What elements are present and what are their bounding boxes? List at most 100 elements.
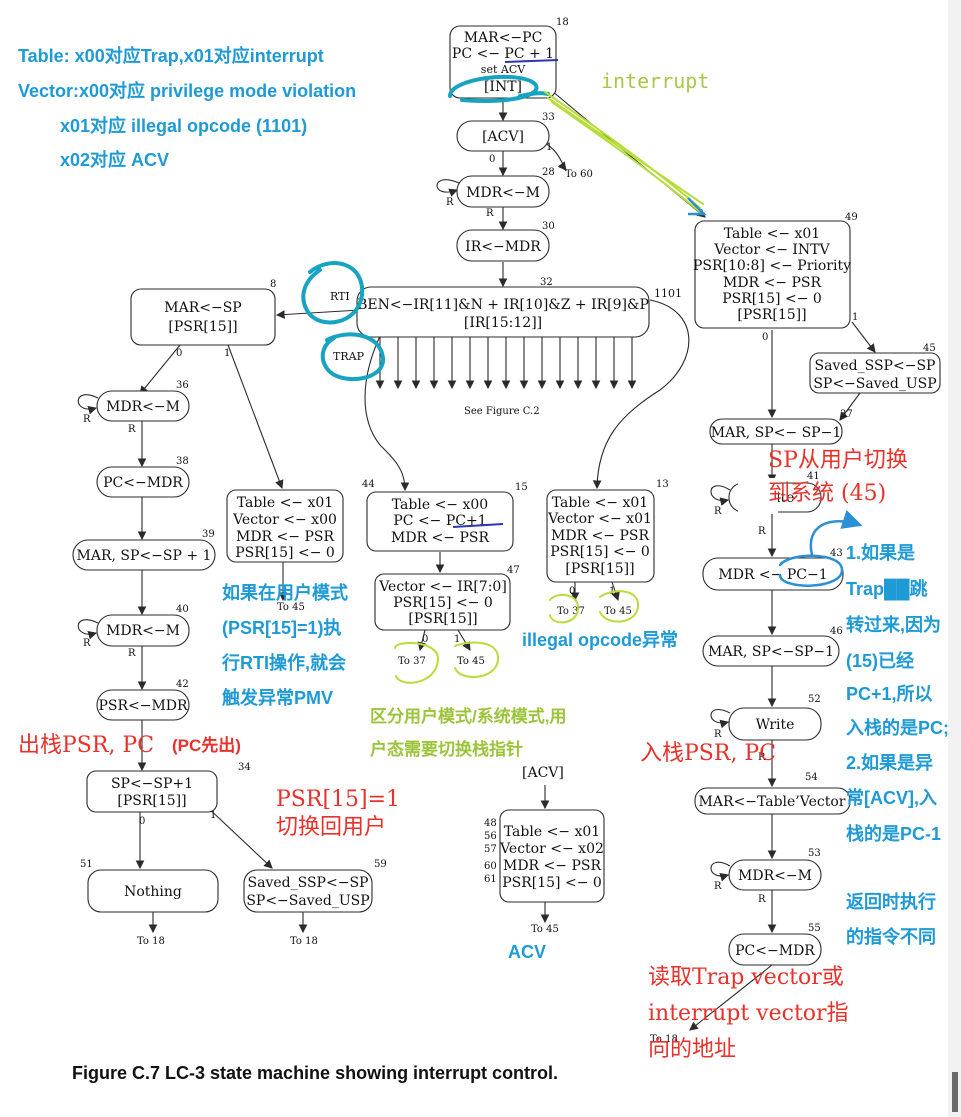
state-28: 28 MDR<−M	[456, 167, 555, 208]
state-55-number: 55	[808, 923, 821, 934]
state-46-number: 46	[830, 626, 843, 637]
state-45-line: Saved_SSP<−SP	[815, 358, 936, 374]
note-pmv: 触发异常PMV	[222, 687, 333, 708]
write-label-cover	[738, 478, 778, 514]
scrollbar-track[interactable]	[948, 0, 961, 1117]
state-36-number: 36	[176, 380, 189, 391]
note-pc-explain: 常[ACV],入	[846, 787, 937, 808]
state-34-line: SP<−SP+1	[111, 776, 193, 792]
note-pc-explain: 1.如果是	[846, 542, 915, 563]
note-psr-back: PSR[15]=1	[276, 787, 400, 812]
edge-53-self	[710, 861, 731, 882]
circle-to45-a	[454, 641, 500, 679]
label-r: R	[128, 648, 136, 659]
state-54: 54 MAR<−Table’Vector	[694, 772, 851, 815]
edges	[77, 84, 876, 1031]
state-45: 45 Saved_SSP<−SP SP<−Saved_USP	[809, 343, 941, 394]
state-47: 47 Vector <− IR[7:0] PSR[15] <− 0 [PSR[1…	[374, 565, 520, 631]
state-40-number: 40	[176, 604, 189, 615]
scrollbar-thumb[interactable]	[952, 1072, 958, 1112]
label-to60: To 60	[565, 169, 593, 180]
state-59-line: Saved_SSP<−SP	[248, 875, 369, 891]
note-x01: x01对应 illegal opcode (1101)	[60, 115, 307, 136]
note-read-vector: 读取Trap vector或	[648, 965, 844, 990]
state-53-line: MDR<−M	[738, 868, 812, 884]
state-18: 18 MAR<−PC PC <− PC + 1 set ACV [INT]	[449, 17, 569, 99]
note-pc-first: (PC先出)	[172, 735, 241, 755]
state-47-line: PSR[15] <− 0	[393, 595, 493, 611]
label-r: R	[128, 424, 136, 435]
state-55: 55 PC<−MDR	[728, 923, 822, 966]
state-38-line: PC<−MDR	[103, 475, 183, 491]
state-42-line: PSR<−MDR	[98, 698, 188, 714]
note-pc-explain: PC+1,所以	[846, 684, 933, 704]
note-return-differs: 的指令不同	[846, 926, 936, 947]
state-32: 32 BEN<−IR[11]&N + IR[10]&Z + IR[9]&P [I…	[356, 277, 650, 338]
state-44-line: Vector <− x00	[232, 512, 337, 528]
state-39-line: MAR, SP<−SP + 1	[77, 548, 212, 564]
edge-8-44	[227, 344, 284, 490]
note-read-vector: interrupt vector指	[648, 1001, 849, 1026]
state-55-line: PC<−MDR	[735, 943, 815, 959]
label-r: R	[758, 752, 766, 763]
state-33: 33 [ACV]	[456, 112, 555, 152]
state-8: 8 MAR<−SP [PSR[15]]	[130, 279, 276, 346]
label-to18: To 18	[137, 936, 165, 947]
state-15-line: Table <− x00	[392, 497, 488, 513]
note-mode-switch: 区分用户模式/系统模式,用	[370, 706, 566, 726]
state-36: 36 MDR<−M	[96, 380, 190, 422]
label-0: 0	[489, 154, 495, 165]
edge-41-self	[710, 485, 731, 506]
underline-pc-plus1	[452, 523, 504, 528]
state-51-line: Nothing	[124, 884, 182, 900]
state-39: 39 MAR, SP<−SP + 1	[72, 529, 216, 571]
state-54-line: MAR<−Table’Vector	[699, 794, 846, 810]
state-44-line: MDR <− PSR	[236, 529, 334, 545]
edge-labels: 0 1 To 60 R R RTI TRAP 1101 See Figure C…	[83, 142, 858, 1045]
state-30-line: IR<−MDR	[465, 239, 541, 255]
circle-to37-b	[549, 593, 580, 624]
state-43-number: 43	[830, 548, 843, 559]
edge-47-to45	[457, 629, 471, 651]
state-28-number: 28	[542, 167, 555, 178]
state-51-number: 51	[80, 859, 93, 870]
note-interrupt: interrupt	[601, 69, 709, 93]
state-52-number: 52	[808, 694, 821, 705]
circle-int	[448, 74, 539, 104]
state-53: 53 MDR<−M	[728, 848, 822, 891]
state-32-number: 32	[540, 277, 553, 288]
note-sp-switch: SP从用户切换	[768, 448, 908, 473]
state-15-line: MDR <− PSR	[391, 530, 489, 546]
note-pmv: (PSR[15]=1)执	[222, 617, 342, 638]
edge-49-45	[851, 321, 876, 353]
edge-45-37	[839, 392, 861, 421]
edge-36-self	[77, 394, 99, 415]
state-53-number: 53	[808, 848, 821, 859]
interrupt-arrow-scribble	[544, 91, 704, 213]
state-8-line: MAR<−SP	[164, 300, 241, 316]
state-15-number: 15	[515, 482, 528, 493]
note-push-psr-pc: 入栈PSR, PC	[640, 741, 776, 766]
state-49-line: PSR[10:8] <− Priority	[693, 258, 851, 274]
arrow-pc-note	[809, 509, 863, 557]
label-1: 1	[546, 142, 552, 153]
circle-to45-b	[599, 590, 640, 623]
state-40-line: MDR<−M	[106, 623, 180, 639]
note-pc-explain: 2.如果是异	[846, 752, 933, 773]
note-read-vector: 向的地址	[648, 1037, 736, 1062]
circle-rti	[301, 261, 365, 325]
label-r: R	[714, 506, 722, 517]
edge-47-to37	[417, 629, 427, 652]
state-60-number: 60	[484, 861, 497, 872]
label-to45: To 45	[277, 602, 305, 613]
circle-to37-a	[394, 642, 440, 684]
label-1: 1	[224, 348, 230, 359]
state-13: 13 Table <− x01 Vector <− x01 MDR <− PSR…	[546, 479, 669, 583]
state-49-line: Vector <− INTV	[713, 242, 830, 258]
state-54-number: 54	[805, 772, 818, 783]
state-38-number: 38	[176, 456, 189, 467]
label-1: 1	[454, 634, 460, 645]
note-pc-explain: Trap██跳	[846, 578, 928, 601]
state-36-line: MDR<−M	[106, 399, 180, 415]
interrupt-arrow-head	[687, 197, 708, 216]
